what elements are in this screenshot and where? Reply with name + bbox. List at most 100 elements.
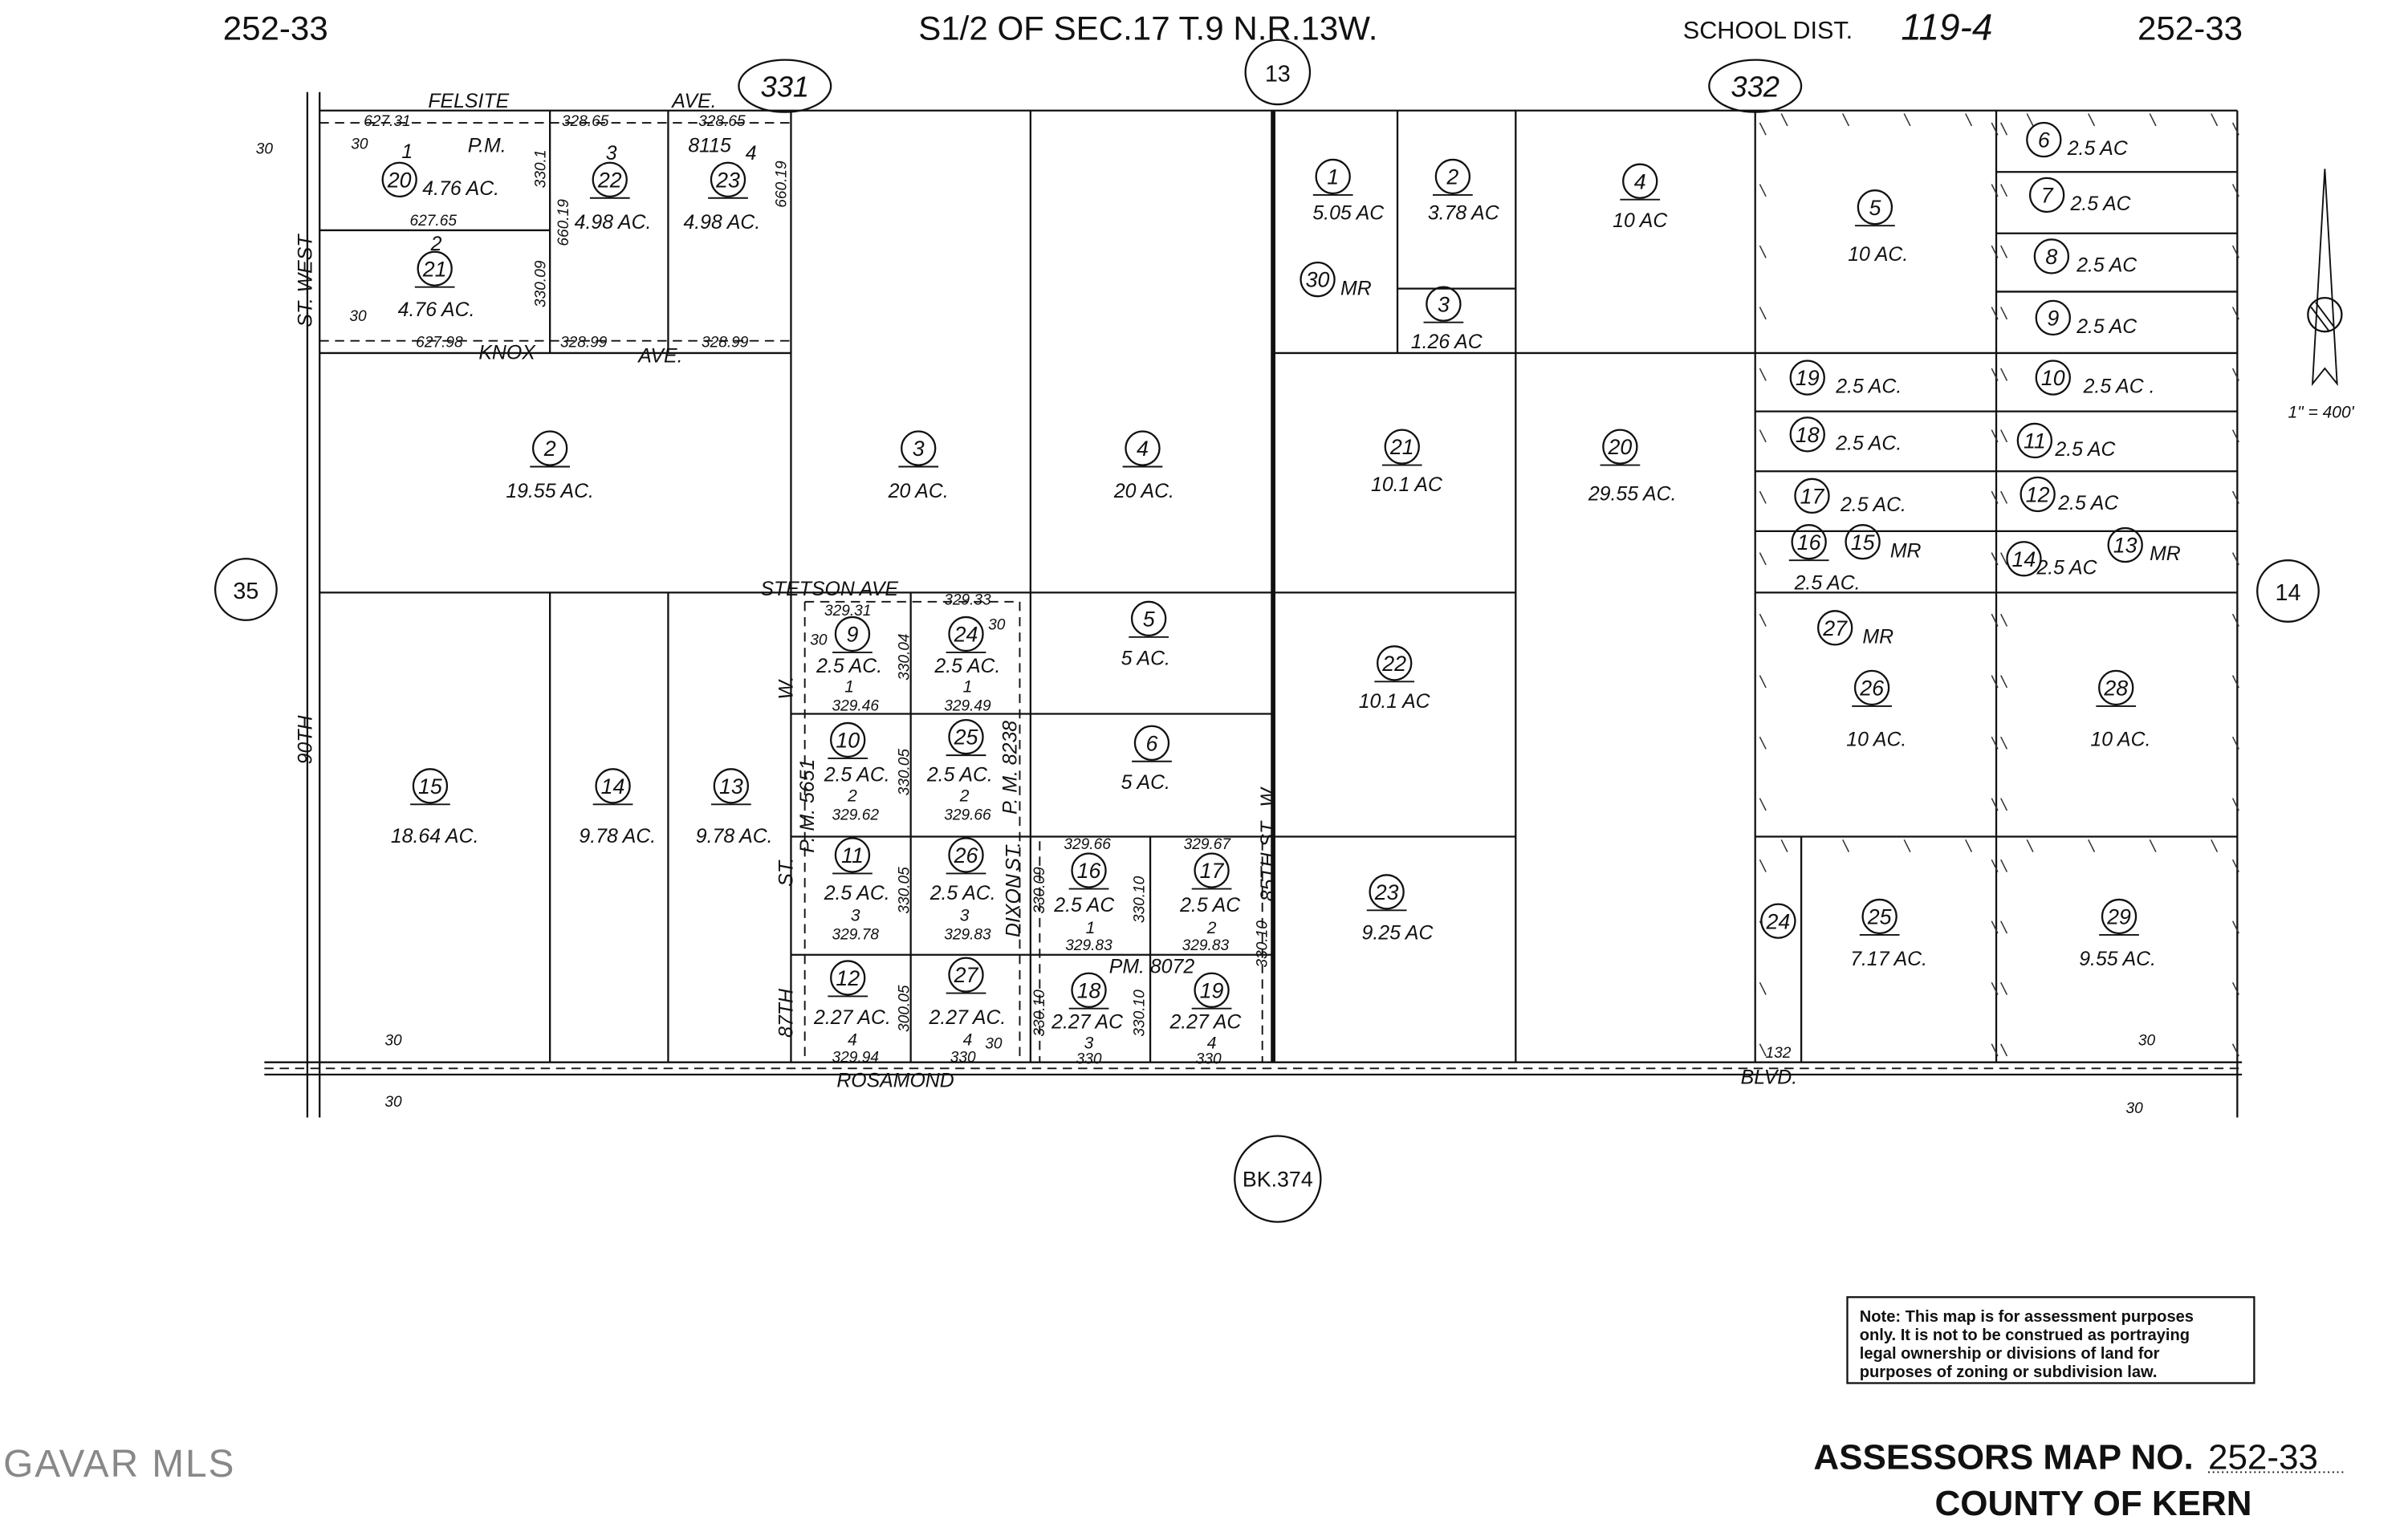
parcel-29[interactable]: 299.55 AC. [2079, 898, 2156, 970]
parcel-14[interactable]: 149.78 AC. [579, 768, 656, 847]
parcel-acreage: MR [1340, 277, 1372, 299]
dimension-label: 329.33 [944, 592, 991, 609]
note-line: legal ownership or divisions of land for [1860, 1345, 2160, 1363]
street-label-87th: 87TH [775, 989, 797, 1038]
parcel-acreage: 20 AC. [1113, 480, 1174, 502]
parcel-acreage: 10 AC. [1848, 243, 1908, 266]
dimension-label: 329.78 [832, 927, 880, 944]
parcel-number-circle [1300, 261, 1336, 298]
parcel-number: 12 [2026, 482, 2050, 506]
parcel-6[interactable]: 65 AC. [1121, 725, 1172, 794]
street-label-w-: W. [775, 676, 797, 699]
parcel-number-circle [2006, 541, 2042, 577]
lot-label: 1 [844, 678, 854, 697]
dimension-label: 330.05 [897, 749, 913, 796]
dimension-label: 330 [1076, 1051, 1102, 1068]
adjoining-map-35[interactable]: 35 [214, 558, 278, 621]
parcel-4[interactable]: 420 AC. [1113, 430, 1174, 502]
parcel-1[interactable]: 15.05 AC [1312, 158, 1385, 225]
parcel-27[interactable]: 272.27 AC. [929, 957, 1007, 1029]
parcel-number: 22 [597, 168, 622, 192]
parcel-number-circle [1853, 669, 1890, 706]
parcel-25[interactable]: 252.5 AC. [926, 718, 993, 786]
parcel-number: 13 [2113, 534, 2138, 558]
parcel-12[interactable]: 122.27 AC. [813, 960, 891, 1029]
parcel-17[interactable]: 172.5 AC [1179, 852, 1241, 917]
parcel-24[interactable]: 242.5 AC. [934, 616, 1000, 677]
parcel-16[interactable]: 162.5 AC [1053, 852, 1115, 917]
parcel-18[interactable]: 182.27 AC [1051, 972, 1124, 1034]
parcel-9[interactable]: 92.5 AC. [816, 616, 882, 677]
parcel-30[interactable]: 30 MR [1300, 261, 1372, 299]
parcel-26[interactable]: 262.5 AC. [929, 837, 996, 904]
parcel-number: 30 [1306, 268, 1330, 292]
parcel-number-circle [2020, 476, 2056, 513]
parcel-2[interactable]: 23.78 AC [1428, 158, 1500, 225]
parcel-22[interactable]: 224.98 AC. [575, 161, 652, 234]
parcel-number-circle [710, 161, 746, 197]
parcel-23[interactable]: 239.25 AC [1362, 874, 1434, 945]
book-374[interactable]: BK.374 [1234, 1135, 1322, 1223]
parcel-acreage: 2.27 AC [1051, 1011, 1124, 1034]
map-number-left: 252-33 [223, 10, 328, 47]
map-number-right: 252-33 [2138, 10, 2243, 47]
parcel-4[interactable]: 410 AC [1613, 163, 1668, 232]
parcel-acreage: 2.5 AC. [1794, 572, 1861, 595]
parcel-number-circle [830, 960, 866, 996]
parcel-number-circle [1816, 610, 1853, 646]
note-line: Note: This map is for assessment purpose… [1860, 1308, 2194, 1326]
parcel-number: 25 [954, 725, 978, 750]
adjoining-map-14[interactable]: 14 [2256, 559, 2320, 623]
parcel-2[interactable]: 219.55 AC. [506, 430, 594, 502]
parcel-number: 17 [1800, 484, 1825, 508]
parcel-3[interactable]: 320 AC. [888, 430, 949, 502]
parcel-number-circle [1622, 163, 1658, 199]
parcel-19[interactable]: 192.27 AC [1169, 972, 1242, 1034]
parcel-3[interactable]: 31.26 AC [1411, 286, 1483, 354]
parcel-11[interactable]: 112.5 AC. [824, 837, 890, 904]
parcel-16[interactable]: 162.5 AC. [1788, 524, 1861, 595]
parcel-5[interactable]: 510 AC. [1848, 189, 1908, 266]
book-page-332[interactable]: 332 [1708, 59, 1803, 113]
parcel-acreage: 2.5 AC [2076, 315, 2138, 338]
parcel-23[interactable]: 234.98 AC. [683, 161, 760, 234]
book-page-331[interactable]: 331 [738, 59, 832, 113]
adjoining-map-13[interactable]: 13 [1244, 39, 1312, 106]
parcel-number-circle [417, 250, 453, 286]
parcel-13[interactable]: 139.78 AC. [696, 768, 773, 847]
parcel-25[interactable]: 257.17 AC. [1850, 898, 1927, 970]
parcel-5[interactable]: 55 AC. [1121, 600, 1170, 669]
section-title: S1/2 OF SEC.17 T.9 N.R.13W. [918, 10, 1377, 47]
parcel-24[interactable]: 24 [1760, 903, 1796, 939]
parcel-number-circle [2033, 238, 2070, 274]
parcel-10[interactable]: 102.5 AC. [824, 721, 890, 786]
parcel-number-circle [1760, 903, 1796, 939]
parcel-number: 24 [954, 623, 978, 647]
parcel-21[interactable]: 214.76 AC. [398, 250, 475, 321]
parcel-number-circle [2098, 669, 2134, 706]
parcel-number-circle [1194, 852, 1230, 888]
